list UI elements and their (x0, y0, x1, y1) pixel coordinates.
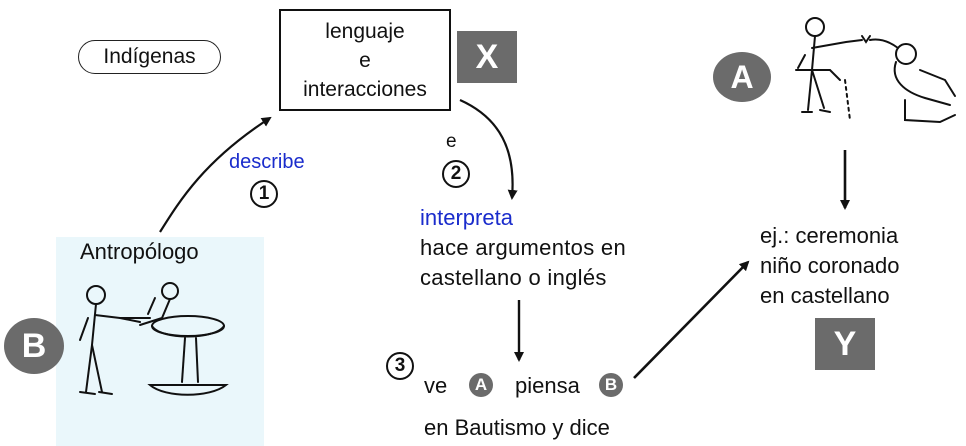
idioma-line: castellano o inglés (420, 265, 607, 290)
arrow-interpreta (459, 98, 518, 200)
step-2-prefix: e (446, 131, 457, 152)
y-badge: Y (815, 318, 875, 370)
x-badge: X (457, 31, 517, 83)
ceremony-line2: niño coronado (760, 253, 900, 278)
describe-label: describe (229, 151, 305, 173)
step-2-marker: 2 (442, 160, 470, 188)
indigenas-label: Indígenas (78, 40, 221, 74)
step-3-marker: 3 (386, 352, 414, 380)
a-badge: A (713, 52, 771, 102)
antropologo-label: Antropólogo (80, 239, 199, 264)
language-box-line1: lenguaje (325, 19, 405, 43)
argumentos-line: hace argumentos en (420, 235, 626, 260)
step-1-marker: 1 (250, 180, 278, 208)
baptism-sketch (79, 282, 229, 396)
piensa-label: piensa (515, 373, 580, 398)
b-small-badge: B (599, 373, 623, 397)
interpreta-label: interpreta (420, 205, 513, 230)
language-box-line2: e (359, 48, 371, 72)
arrow-ceremonia (633, 260, 750, 379)
language-box-line3: interacciones (303, 77, 427, 101)
b-badge: B (4, 318, 64, 374)
ve-label: ve (424, 373, 448, 398)
a-small-badge: A (469, 373, 493, 397)
bautismo-line: en Bautismo y dice (424, 415, 610, 440)
anthropologist-panel (56, 237, 264, 446)
language-box: lenguaje e interacciones (279, 9, 451, 111)
ceremony-line1: ej.: ceremonia (760, 223, 899, 248)
ceremony-line3: en castellano (760, 283, 890, 308)
arrow-describe (159, 116, 272, 233)
coronation-sketch (795, 17, 956, 124)
